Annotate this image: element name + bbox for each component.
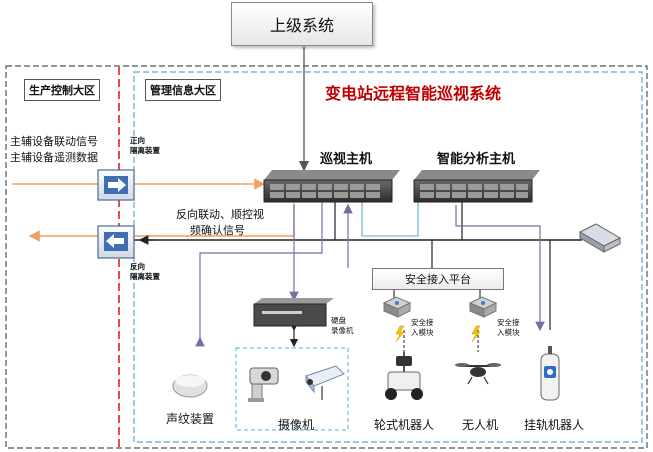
reverse-signal-line2: 频确认信号: [190, 224, 245, 237]
acoustic-device-icon: [172, 374, 208, 398]
forward-device-line1: 正向: [130, 136, 145, 145]
switch-icon: [578, 223, 622, 253]
management-zone-label: 管理信息大区: [145, 79, 221, 101]
patrol-host-label: 巡视主机: [320, 152, 373, 167]
wheeled-robot-icon: [385, 352, 423, 400]
upper-system-label: 上级系统: [269, 16, 334, 35]
access-module-1-line1: 安全接: [411, 318, 434, 327]
nvr-line2: 录像机: [331, 326, 354, 335]
ptz-camera-icon: [248, 367, 279, 402]
access-module-2-line2: 入模块: [497, 328, 520, 337]
analysis-host-label: 智能分析主机: [437, 152, 516, 167]
purple-acoustic: [195, 200, 323, 347]
wireless-icon-1: [395, 325, 405, 343]
wheeled-robot-label: 轮式机器人: [374, 418, 435, 432]
nvr-label: 硬盘 录像机: [331, 316, 354, 336]
bullet-camera-icon: [305, 365, 345, 400]
camera-label: 摄像机: [278, 418, 315, 432]
wireless-icon-2: [471, 325, 481, 343]
access-module-1-label: 安全接 入模块: [411, 318, 434, 338]
access-module-1-icon: [382, 296, 412, 318]
rail-robot-label: 挂轨机器人: [524, 418, 585, 432]
upper-system-box: 上级系统: [231, 2, 373, 46]
nvr-icon: [253, 298, 334, 327]
access-module-1-line2: 入模块: [411, 328, 434, 337]
camera-group-frame: [235, 347, 349, 431]
reverse-signal-line1: 反向联动、顺控视: [176, 208, 264, 221]
system-title: 变电站远程智能巡视系统: [325, 84, 502, 103]
reverse-isolation-icon: [97, 225, 135, 259]
patrol-server-icon: [263, 170, 400, 203]
rail-robot-icon: [540, 346, 560, 401]
security-platform-box: 安全接入平台: [372, 268, 504, 290]
reverse-device-line1: 反向: [130, 262, 145, 271]
left-signal-line2: 主辅设备遥测数据: [10, 151, 98, 164]
reverse-device-label: 反向 隔离装置: [130, 262, 160, 282]
left-signal-line1: 主辅设备联动信号: [10, 135, 98, 148]
analysis-server-icon: [413, 170, 540, 203]
security-platform-label: 安全接入平台: [405, 273, 471, 286]
access-module-2-line1: 安全接: [497, 318, 520, 327]
purple-rail: [455, 205, 545, 332]
access-module-2-icon: [468, 296, 498, 318]
drone-label: 无人机: [462, 418, 499, 432]
forward-device-label: 正向 隔离装置: [130, 136, 160, 156]
forward-device-line2: 隔离装置: [130, 146, 160, 155]
acoustic-device-label: 声纹装置: [166, 412, 215, 426]
forward-isolation-icon: [97, 169, 135, 201]
outer-frame: [5, 65, 648, 449]
reverse-device-line2: 隔离装置: [130, 272, 160, 281]
access-module-2-label: 安全接 入模块: [497, 318, 520, 338]
drone-icon: [455, 363, 501, 385]
production-zone-label: 生产控制大区: [24, 79, 100, 101]
nvr-line1: 硬盘: [331, 316, 346, 325]
